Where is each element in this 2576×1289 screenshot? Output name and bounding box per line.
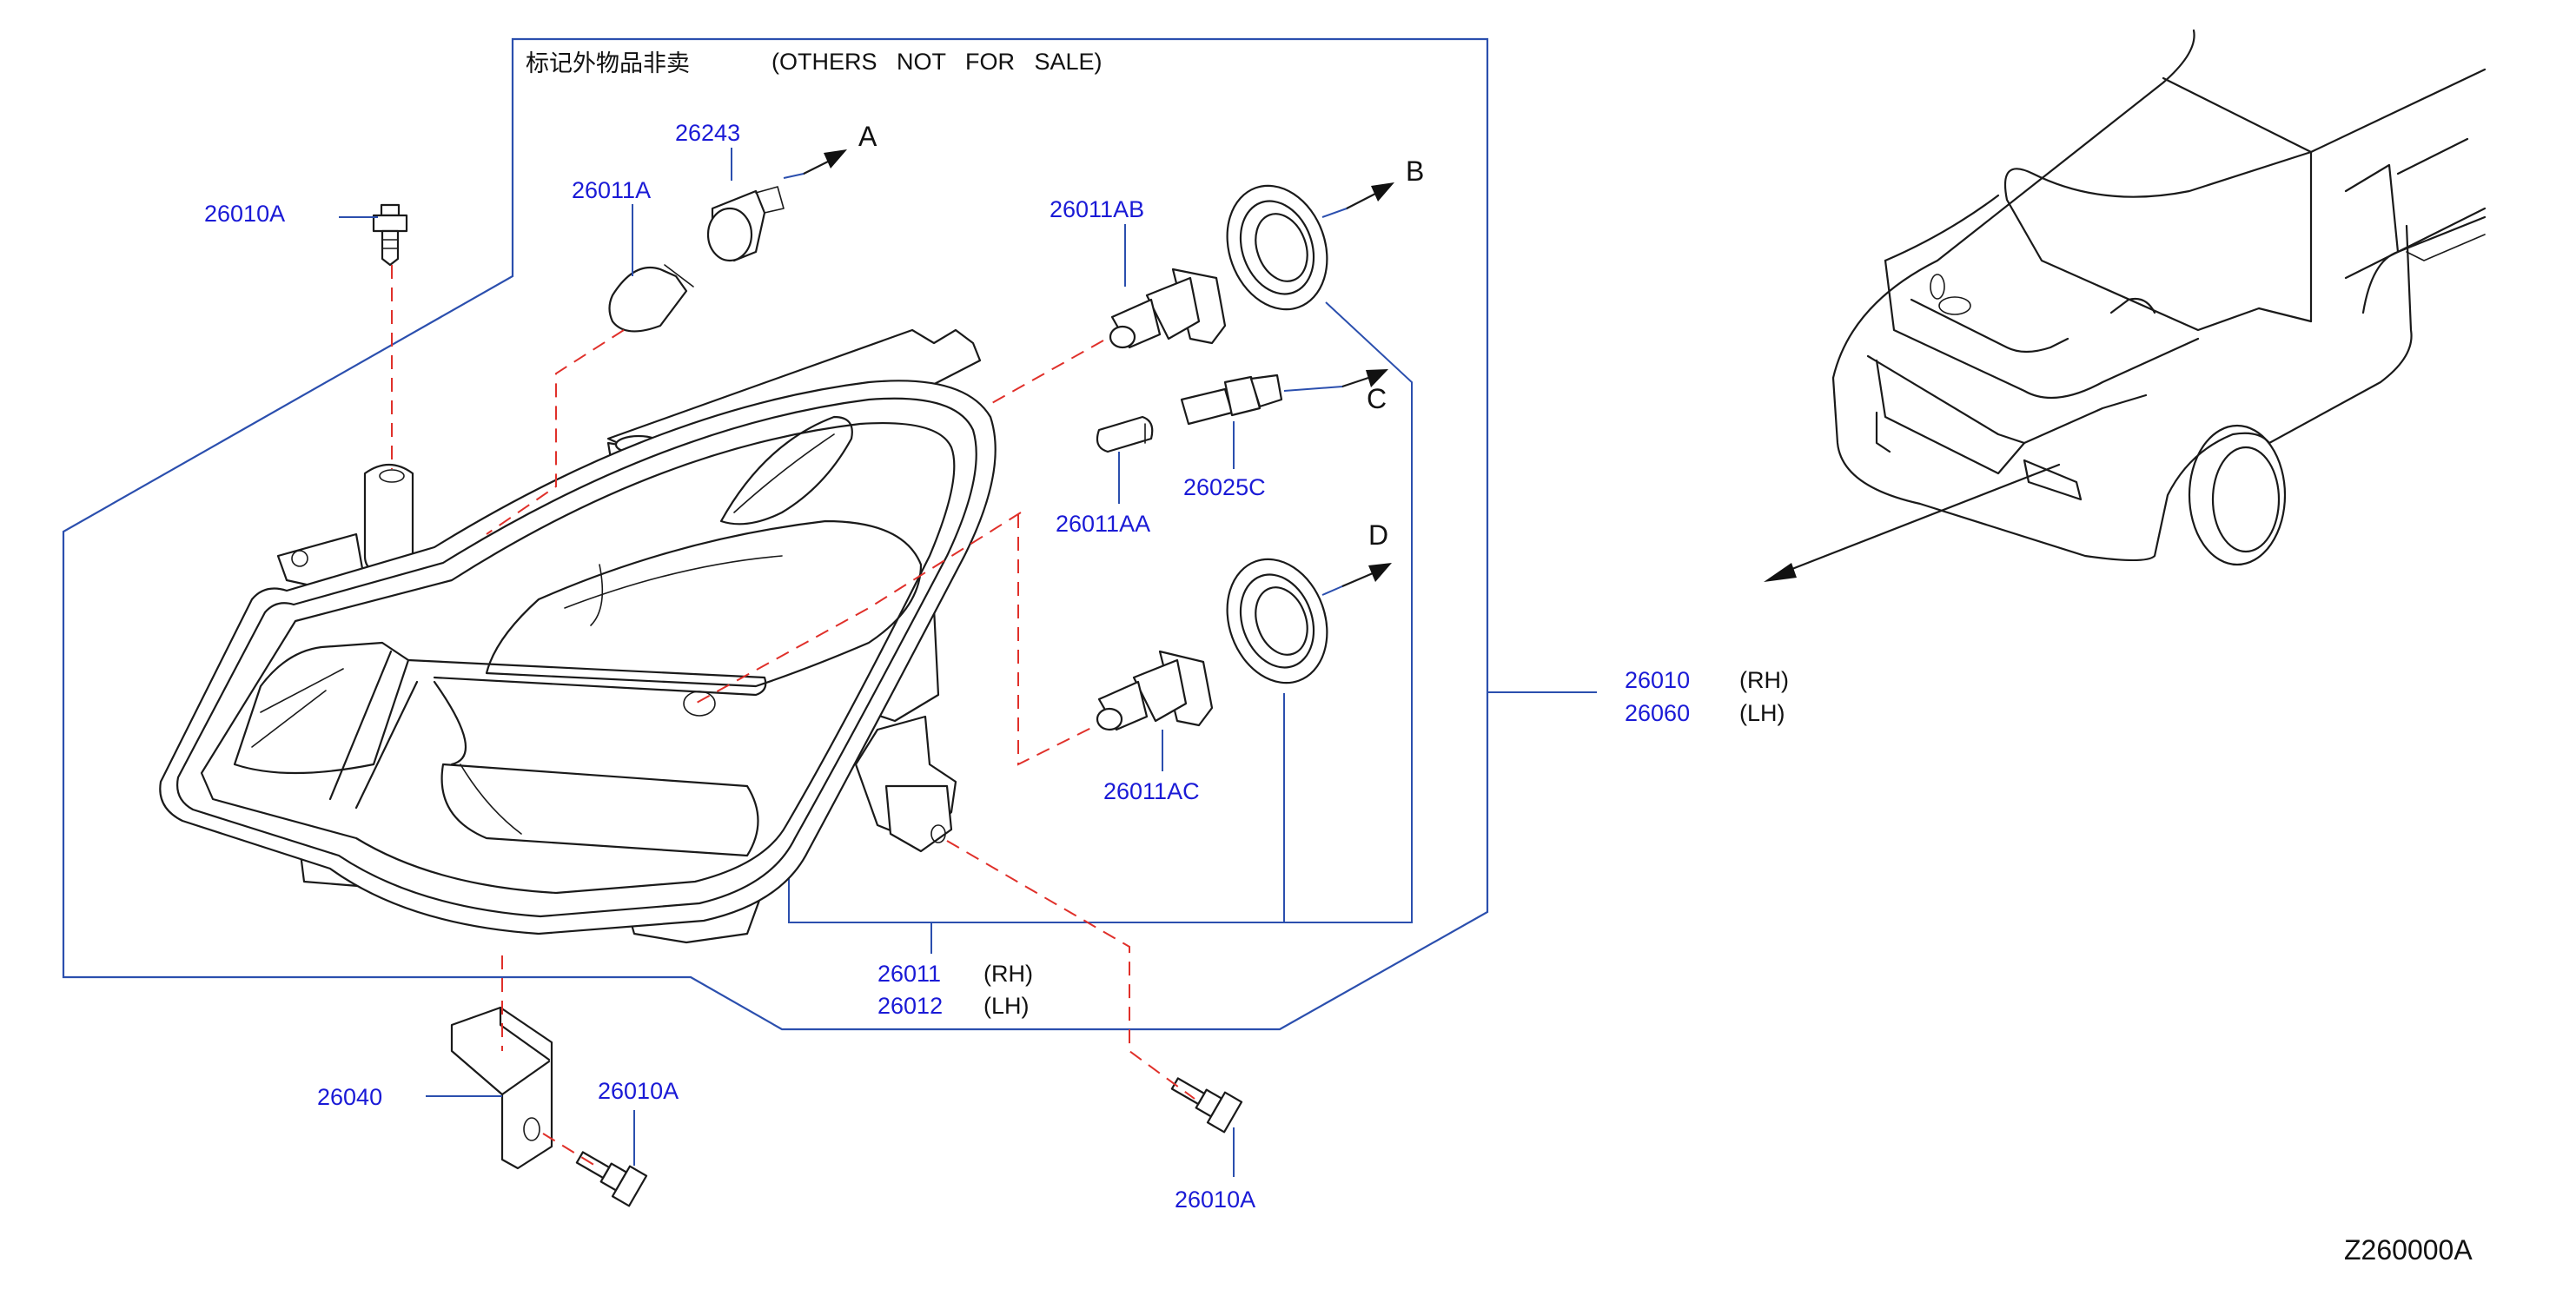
part-26010-rh[interactable]: 26010 — [1625, 667, 1690, 693]
side-lh-lamp: (LH) — [1739, 700, 1785, 726]
part-26011aa[interactable]: 26011AA — [1056, 511, 1150, 537]
view-arrows — [802, 149, 1394, 588]
part-26011-rh[interactable]: 26011 — [877, 961, 941, 987]
part-26025c[interactable]: 26025C — [1183, 474, 1266, 500]
view-arrow-b-label: B — [1406, 155, 1424, 187]
bulb-26011ab-icon — [1109, 268, 1227, 349]
bulb-26011ac-icon — [1096, 650, 1214, 731]
side-lh-housing: (LH) — [983, 993, 1030, 1019]
part-26012-lh[interactable]: 26012 — [877, 993, 943, 1019]
vehicle-location-illustration — [1764, 29, 2487, 582]
housing-bracket-line — [788, 693, 1285, 923]
part-26060-lh[interactable]: 26060 — [1625, 700, 1690, 726]
socket-26025c-icon — [1180, 373, 1283, 426]
socket-26243-icon — [706, 186, 785, 262]
bulb-26011aa-icon — [1096, 415, 1154, 453]
lamp-seal-d-icon — [1226, 558, 1328, 684]
not-for-sale-note-cn: 标记外物品非卖 — [526, 50, 690, 76]
bolt-bottom-icon — [1170, 1077, 1243, 1134]
part-26010a-bracket[interactable]: 26010A — [598, 1078, 679, 1104]
side-rh-housing: (RH) — [983, 961, 1033, 987]
side-rh-lamp: (RH) — [1739, 667, 1789, 693]
part-26011a[interactable]: 26011A — [572, 177, 651, 203]
lamp-seal-b-icon — [1226, 184, 1328, 311]
diagram-code: Z260000A — [2344, 1234, 2473, 1266]
part-26011ac[interactable]: 26011AC — [1103, 778, 1200, 804]
view-arrow-c-label: C — [1367, 383, 1387, 414]
assembly-dashed-lines — [391, 265, 1195, 1169]
leader-lines — [339, 148, 1348, 1177]
bolt-bracket-icon — [575, 1151, 648, 1207]
headlamp-housing — [159, 328, 997, 944]
part-26010a-top[interactable]: 26010A — [204, 201, 285, 227]
bolt-top-icon — [372, 203, 408, 267]
view-arrow-d-label: D — [1368, 519, 1388, 551]
bracket-26040 — [450, 1006, 553, 1170]
bulb-26011a-icon — [608, 264, 694, 333]
not-for-sale-note-en: (OTHERS NOT FOR SALE) — [771, 49, 1103, 75]
assembly-frame-26010 — [62, 37, 1489, 1031]
part-26011ab[interactable]: 26011AB — [1050, 196, 1144, 222]
part-26040[interactable]: 26040 — [317, 1084, 382, 1110]
part-26010a-bottom[interactable]: 26010A — [1175, 1187, 1255, 1213]
housing-bracket-right — [1284, 301, 1413, 923]
view-arrow-a-label: A — [858, 121, 877, 152]
part-26243[interactable]: 26243 — [675, 120, 740, 146]
